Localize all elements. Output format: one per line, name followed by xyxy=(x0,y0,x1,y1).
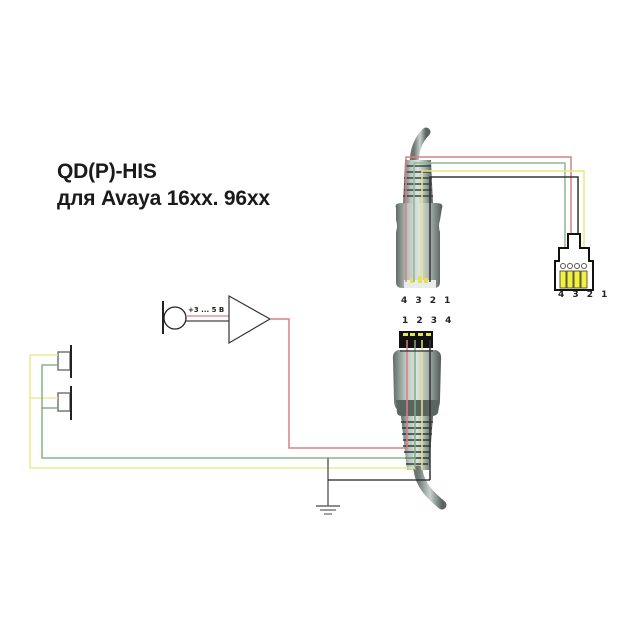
title-line-1: QD(P)-HIS xyxy=(57,160,157,183)
rj-pin-labels: 4 3 2 1 xyxy=(558,290,610,300)
bottom-qd-pin-labels: 1 2 3 4 xyxy=(402,316,454,326)
speaker-2-icon xyxy=(57,386,72,420)
qd-connector-bottom-icon xyxy=(392,331,447,510)
mic-voltage-label: +3 ... 5 В xyxy=(188,306,225,314)
rj9-plug-icon xyxy=(554,233,594,291)
ground-icon xyxy=(316,458,430,515)
speaker-1-icon xyxy=(57,345,72,378)
top-wires xyxy=(405,156,585,282)
qd-connector-top-icon xyxy=(395,127,443,288)
diagram-title: QD(P)-HIS для Avaya 16xx. 96xx xyxy=(57,158,270,212)
title-line-2: для Avaya 16xx. 96xx xyxy=(57,187,270,210)
top-qd-pin-labels: 4 3 2 1 xyxy=(401,296,453,306)
amplifier-triangle-icon xyxy=(228,294,272,345)
microphone-icon xyxy=(162,301,187,334)
